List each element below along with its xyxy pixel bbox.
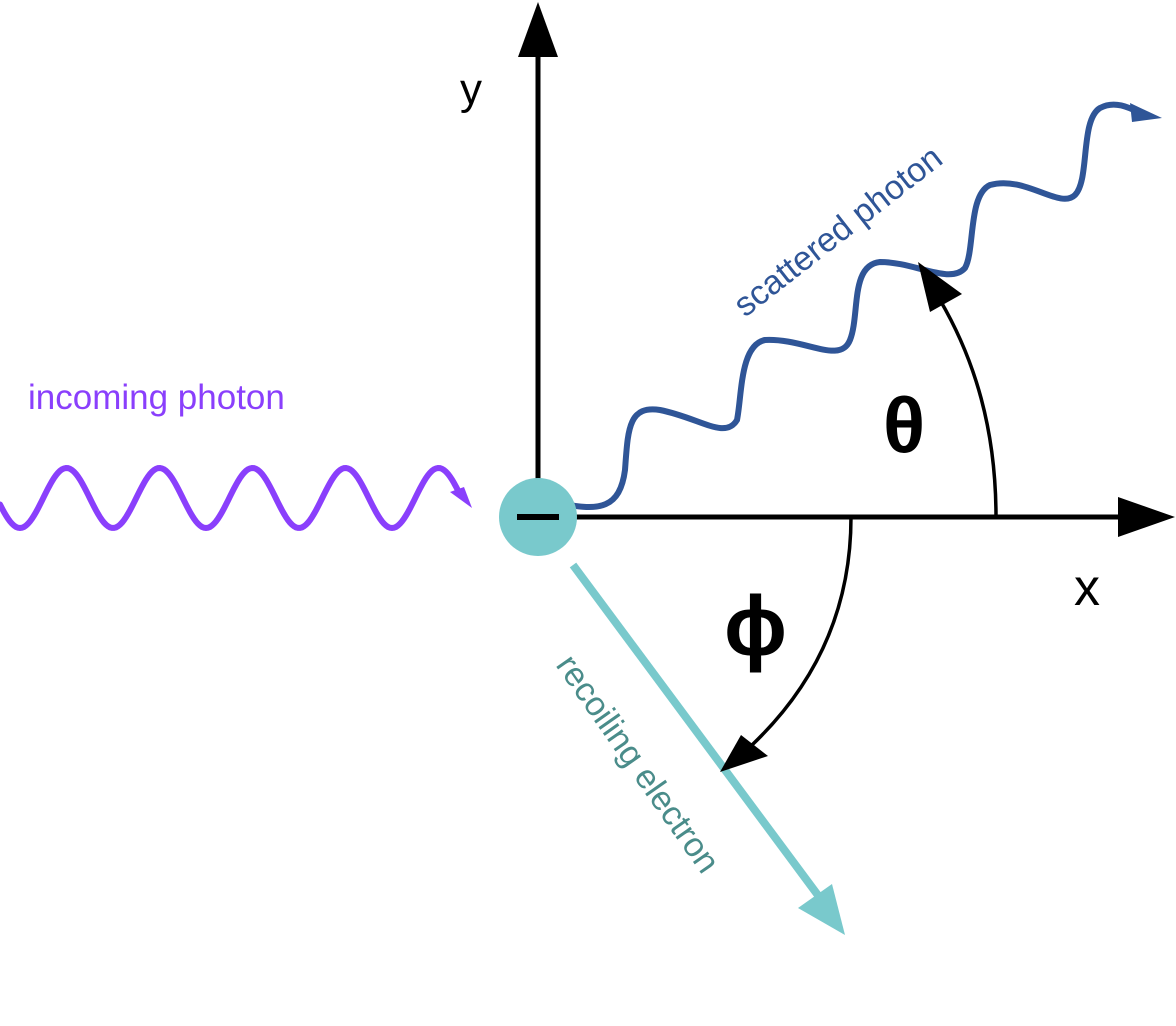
electron — [499, 478, 577, 556]
incoming-photon-wave — [0, 465, 463, 532]
phi-arc — [750, 516, 853, 747]
theta-label: θ — [883, 381, 925, 469]
phi-label: ϕ — [724, 579, 787, 673]
scattered-photon-label: scattered photon — [727, 138, 950, 324]
y-axis-label: y — [460, 65, 482, 114]
theta-arc — [938, 299, 998, 518]
recoiling-electron-label: recoiling electron — [548, 648, 727, 880]
scattered-photon-arrowhead — [1130, 103, 1162, 122]
incoming-photon-arrowhead — [450, 487, 472, 508]
x-axis-label: x — [1074, 559, 1100, 617]
phi-arc-arrowhead — [720, 735, 768, 772]
x-axis — [538, 497, 1175, 537]
y-axis-arrowhead — [518, 2, 558, 57]
recoiling-electron-arrowhead — [798, 884, 845, 935]
x-axis-arrowhead — [1118, 497, 1175, 537]
recoiling-electron-arrow — [569, 562, 824, 901]
y-axis — [518, 2, 558, 517]
scattered-photon-wave — [557, 101, 1143, 511]
incoming-photon-label: incoming photon — [28, 378, 285, 417]
theta-arc-arrowhead — [918, 262, 962, 312]
